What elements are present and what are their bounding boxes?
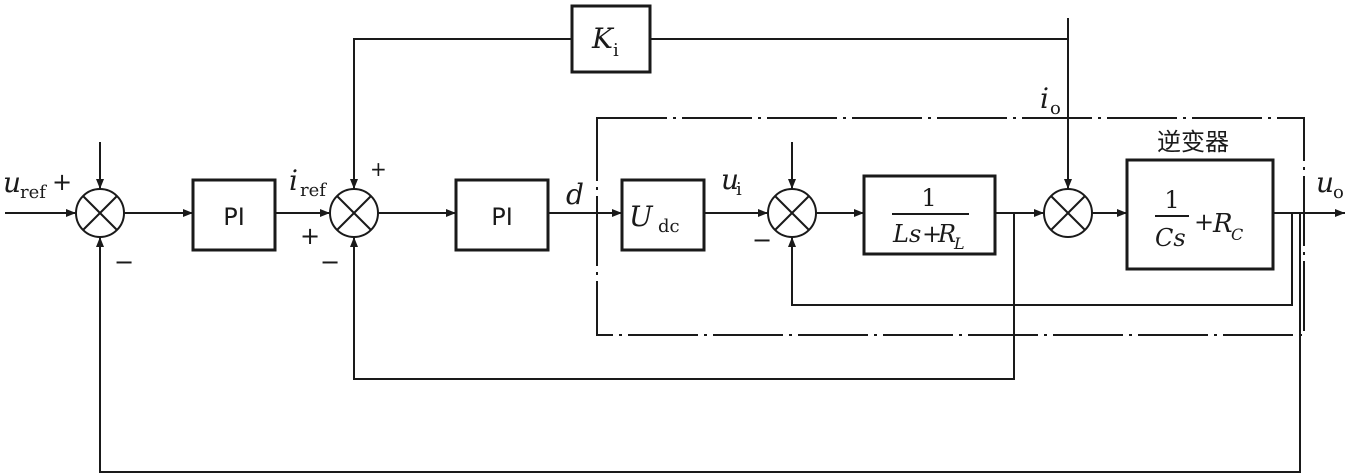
- svg-text:i: i: [736, 179, 742, 200]
- capacitor-plant-block: 1 Cs + R C: [1125, 158, 1275, 271]
- svg-text:dc: dc: [658, 216, 680, 237]
- svg-text:Ls: Ls: [892, 220, 921, 248]
- inner-voltage-feedback: [788, 213, 1293, 306]
- svg-text:Cs: Cs: [1155, 224, 1186, 252]
- iref-label: i ref: [289, 164, 327, 201]
- ki-block: K i: [570, 4, 652, 74]
- svg-text:i: i: [1040, 82, 1049, 115]
- summing-junction-3: [767, 188, 817, 238]
- summing-junction-2: [329, 188, 379, 238]
- svg-text:+: +: [922, 220, 942, 248]
- svg-text:R: R: [1212, 209, 1233, 239]
- sj2-left-plus-sign: +: [300, 222, 320, 250]
- svg-text:1: 1: [921, 184, 936, 212]
- pi-inner-block: PI: [454, 178, 550, 252]
- sj3-minus-sign: −: [752, 226, 772, 254]
- ki-to-sj2-line: [350, 38, 572, 189]
- svg-text:u: u: [1316, 166, 1334, 199]
- sj1-plus-sign: +: [52, 168, 72, 196]
- uref-label: u ref: [3, 166, 47, 203]
- svg-text:ref: ref: [300, 180, 327, 201]
- summing-junction-1: [75, 188, 125, 238]
- svg-text:o: o: [1333, 182, 1344, 203]
- svg-text:+: +: [1194, 208, 1214, 236]
- uo-label: u o: [1316, 166, 1344, 203]
- io-label: i o: [1040, 82, 1061, 119]
- svg-text:K: K: [591, 22, 615, 55]
- sj2-top-plus-sign: +: [370, 157, 387, 181]
- svg-text:C: C: [1231, 225, 1243, 244]
- svg-text:u: u: [3, 166, 21, 199]
- svg-text:o: o: [1050, 98, 1061, 119]
- svg-text:i: i: [289, 164, 298, 197]
- pi-outer-block: PI: [191, 178, 277, 252]
- svg-text:PI: PI: [491, 203, 513, 231]
- svg-text:R: R: [937, 220, 956, 248]
- svg-text:i: i: [613, 40, 619, 61]
- svg-text:U: U: [629, 200, 654, 233]
- inductor-plant-block: 1 Ls + R L: [862, 174, 997, 256]
- sj2-minus-sign: −: [320, 248, 340, 276]
- duty-d-label: d: [566, 178, 584, 211]
- udc-block: U dc: [620, 178, 706, 252]
- outer-voltage-feedback: [96, 213, 1301, 473]
- svg-text:PI: PI: [223, 203, 245, 231]
- current-feedback: [350, 213, 1015, 380]
- ui-label: u i: [721, 163, 742, 200]
- svg-text:ref: ref: [20, 182, 47, 203]
- svg-text:L: L: [953, 234, 965, 253]
- inverter-label: 逆变器: [1157, 128, 1229, 156]
- sj1-minus-sign: −: [114, 248, 134, 276]
- inverter-boundary: [596, 117, 1305, 336]
- summing-junction-4: [1043, 188, 1093, 238]
- svg-text:u: u: [721, 163, 739, 196]
- svg-text:1: 1: [1164, 186, 1179, 214]
